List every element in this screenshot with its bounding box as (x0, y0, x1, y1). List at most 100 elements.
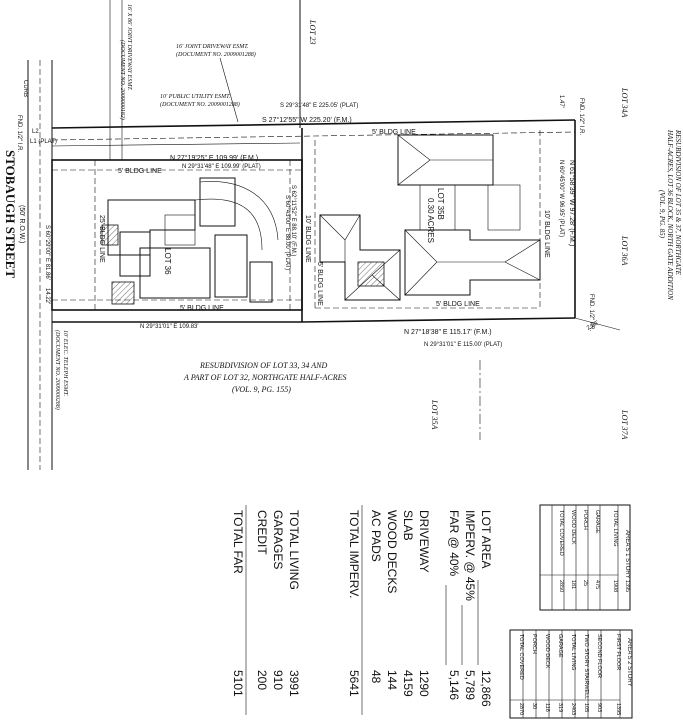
utility-easement-2: (DOCUMENT NO. 2009001288) (160, 101, 240, 108)
resub-right-1: RESUBDIVISION OF LOT 35 & 37, NORTHGATE (674, 129, 682, 276)
calc-credit-label: CREDIT (255, 510, 269, 555)
table2-row-label: SECOND FLOOR (596, 634, 602, 678)
lot-36-label: LOT 36 (163, 248, 172, 275)
table2-row-label: GARAGE (557, 634, 563, 658)
lot-35b-label: LOT 35B (436, 188, 445, 220)
table1-row-label: TOTAL COVERED (558, 510, 564, 556)
table2-row-value: 2403 (570, 703, 576, 715)
lot-23-label: LOT 23 (308, 19, 317, 45)
calc-credit-value: 200 (255, 670, 269, 690)
right-lot: 10' BLDG LINE N 61°58'39" W 97.28' (F.M.… (301, 120, 576, 348)
resub-center-3: (VOL. 9, PG. 155) (232, 385, 291, 394)
mid-plat-bearing: N 29°31'01" E 115.00' (PLAT) (424, 342, 502, 348)
bottom-left-bldg-line: 5' BLDG LINE (180, 305, 224, 312)
drive-top-easement-2: (DOCUMENT NO. 2009001288) (176, 51, 256, 58)
street: CURB STOBAUGH STREET (50' R.O.W.) (3, 60, 53, 470)
table2-row-label: FIRST FLOOR (615, 634, 621, 670)
resub-right-2: HALF-ACRES, LOT 36 BLOCK, NORTH GATE ADD… (666, 129, 674, 300)
drive-left-easement-1: 16' X 86' JOINT DRIVEWAY ESMT. (126, 4, 132, 91)
calc-lot-area-label: LOT AREA (479, 510, 493, 568)
calc-garages-value: 910 (271, 670, 285, 690)
corner-bl-dim: 14.22' (44, 288, 50, 304)
mid-bldg-line-10: 10' BLDG LINE (304, 215, 311, 263)
calc-slab-label: SLAB (401, 510, 415, 541)
inner-plat-bearing: N 29°31'48" E 109.99' (PLAT) (182, 164, 261, 170)
mid-vert-plat: S 60°43'00" E 88.00' (PLAT) (284, 195, 290, 270)
resub-right-3: (VOL. 9, PG. 85) (658, 190, 666, 239)
tel-easement-1: 10' ELEC. TELEPH ESMT. (62, 330, 68, 396)
bottom-plat-bearing: N 29°31'01" E 109.83' (140, 324, 199, 330)
table2-row-label: TOTAL COVERED (518, 634, 524, 680)
calc-far-value: 5,146 (447, 670, 461, 700)
curb-label: CURB (22, 80, 28, 97)
right-plat-bearing: N 60°45'00" W 96.95' (PLAT) (558, 160, 564, 237)
top-bldg-line: 5' BLDG LINE (372, 129, 416, 136)
corner-tr-dim: 1.47' (558, 95, 564, 108)
fnd-marker-br: FND. 1/2" I.R. (588, 294, 594, 331)
calc-wood-decks-value: 144 (385, 670, 399, 690)
bottom-right-bldg-line: 5' BLDG LINE (436, 301, 480, 308)
table2-row-value: 1395 (615, 703, 621, 715)
table2-row-label: TOTAL LIVING (570, 634, 576, 671)
table1-row-label: GARAGE (594, 510, 600, 534)
left-vertical-bearing: S 60°29'00" E 81.86' (44, 225, 50, 280)
street-name: STOBAUGH STREET (3, 150, 18, 278)
lot-36a-label: LOT 36A (620, 235, 629, 266)
table1-row-value: 1908 (612, 580, 618, 592)
drive-top-easement-1: 16' JOINT DRIVEWAY ESMT. (176, 44, 249, 50)
table1-row-value: 25 (582, 580, 588, 586)
calc-block: LOT AREA 12,866 IMPERV. @ 45% 5,789 FAR … (231, 505, 493, 715)
calc-garages-label: GARAGES (271, 510, 285, 569)
table2-title: AREA'S 2 STORY (626, 638, 632, 687)
lot-35b-area: 0.30 ACRES (426, 198, 435, 243)
mid-bldg-line-5: 5' BLDG LINE (316, 262, 323, 306)
bldg-line-25: 25' BLDG LINE (98, 215, 105, 263)
right-fm-bearing: N 61°58'39" W 97.28' (F.M.) (568, 160, 576, 246)
table1-row-value: 2850 (558, 580, 564, 592)
calc-total-imperv-value: 5641 (347, 670, 361, 697)
left-lot: N 27°19'25" E 109.99' (F.M.) N 29°31'48"… (44, 154, 303, 330)
table1-row-label: TOTAL LIVING (612, 510, 618, 547)
calc-total-imperv-label: TOTAL IMPERV. (347, 510, 361, 598)
resub-center-2: A PART OF LOT 32, NORTHGATE HALF-ACRES (183, 373, 346, 382)
calc-driveway-label: DRIVEWAY (417, 510, 431, 573)
lot-34a-label: LOT 34A (620, 87, 629, 118)
table1-row-value: 475 (594, 580, 600, 589)
calc-total-living-value: 3991 (287, 670, 301, 697)
mid-vert-fm: S 62°11'52" E 88.10' (F.M.) (290, 185, 296, 256)
calc-ac-pads-label: AC PADS (369, 510, 383, 562)
top-plat-bearing: S 29°31'48" E 225.05' (PLAT) (280, 103, 358, 109)
lot-35a-label: LOT 35A (430, 399, 439, 430)
left-bldg-line-5: 5' BLDG LINE (118, 168, 162, 175)
fnd-marker-tl: FND. 1/2" I.R. (16, 115, 22, 152)
table2-row-label: PORCH (531, 634, 537, 654)
table2-row-value: 2870 (518, 703, 524, 715)
area-table-2-story: AREA'S 2 STORY FIRST FLOOR 1395 SECOND F… (509, 629, 633, 719)
calc-ac-pads-value: 48 (369, 670, 383, 684)
table1-row-label: WOOD DECK (570, 510, 576, 545)
resub-center-1: RESUBDIVISION OF LOT 33, 34 AND (199, 361, 327, 370)
table2-row-value: 30 (531, 703, 537, 709)
table2-row-label: TWO STORY STAIRWELL (583, 634, 589, 699)
corner-br-dim: 2.86' (586, 320, 600, 332)
table2-row-value: 118 (544, 703, 550, 712)
inner-fm-bearing: N 27°19'25" E 109.99' (F.M.) (170, 154, 258, 162)
table2-row-label: WOOD DECK (544, 634, 550, 669)
calc-lot-area-value: 12,866 (479, 670, 493, 707)
street-row: (50' R.O.W.) (18, 205, 25, 243)
calc-far-label: FAR @ 40% (447, 510, 461, 577)
lot-37a-label: LOT 37A (620, 409, 629, 440)
right-bldg-line-10: 10' BLDG LINE (543, 210, 550, 258)
top-fm-bearing: S 27°12'55" W 225.20' (F.M.) (262, 116, 352, 124)
table2-row-value: 903 (596, 703, 602, 712)
calc-imperv-value: 5,789 (463, 670, 477, 700)
calc-imperv-label: IMPERV. @ 45% (463, 510, 477, 601)
utility-easement-1: 10' PUBLIC UTILITY ESMT. (160, 94, 231, 100)
table1-row-value: 181 (570, 580, 576, 589)
calc-driveway-value: 1290 (417, 670, 431, 697)
drive-left-easement-2: (DOCUMENT NO. 2009000182) (119, 40, 126, 120)
table2-row-value: 105 (583, 703, 589, 712)
calc-total-far-label: TOTAL FAR (231, 510, 245, 574)
top-boundary: S 29°31'48" E 225.05' (PLAT) S 27°12'55"… (51, 103, 576, 147)
